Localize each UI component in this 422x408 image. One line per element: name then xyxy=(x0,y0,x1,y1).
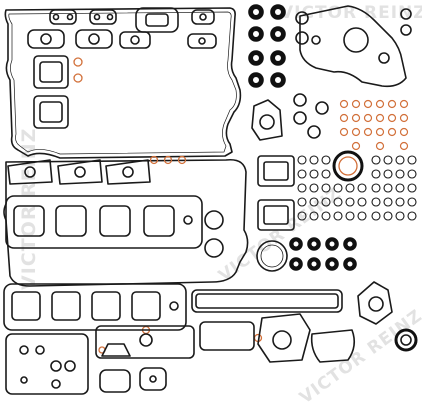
valve-cover-gasket-right xyxy=(3,158,249,287)
flange-gaskets-row xyxy=(7,159,151,185)
small-gaskets-top xyxy=(27,7,217,49)
intake-manifold-gasket-lower xyxy=(3,283,187,331)
small-round-gaskets-right xyxy=(293,8,412,139)
large-o-ring xyxy=(256,240,288,272)
copper-washers-right xyxy=(339,99,409,151)
long-rail-gasket xyxy=(191,289,343,313)
injector-seal-holes xyxy=(293,241,353,267)
o-rings-middle xyxy=(204,210,224,258)
water-pump-gasket xyxy=(299,5,407,88)
valve-cover-gasket-left xyxy=(4,7,242,159)
bottom-middle-gaskets xyxy=(95,321,255,393)
black-valve-seals xyxy=(248,4,286,88)
egr-gaskets xyxy=(257,155,295,231)
bracket-gasket-bottom-left xyxy=(5,333,89,395)
injector-seals xyxy=(289,237,357,271)
square-port-gaskets xyxy=(33,55,69,129)
crank-seal xyxy=(332,150,364,182)
seal-holes xyxy=(253,9,281,83)
right-side-gaskets xyxy=(257,281,418,363)
intake-manifold-gasket-upper xyxy=(5,195,203,249)
o-ring-grid xyxy=(297,155,417,221)
turbo-gasket xyxy=(251,99,283,141)
